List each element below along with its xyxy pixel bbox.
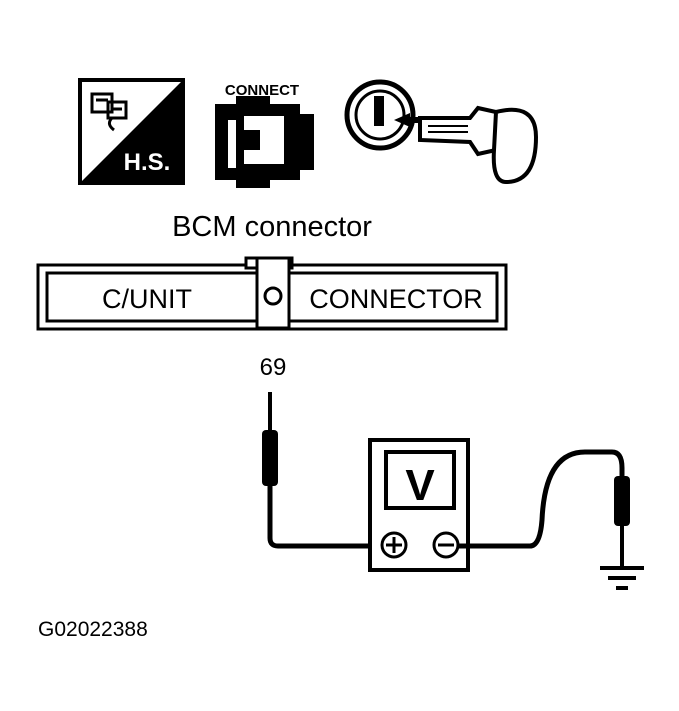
harness-side-label: H.S.	[124, 149, 171, 176]
negative-terminal	[432, 531, 460, 559]
negative-probe	[458, 449, 630, 566]
connector-title: BCM connector	[172, 211, 372, 243]
bcm-connector: C/UNIT CONNECTOR	[36, 256, 508, 331]
connect-label: CONNECT	[225, 82, 299, 99]
connector-icon: CONNECT	[215, 82, 314, 188]
connector-left-label: C/UNIT	[102, 284, 192, 314]
connector-right-label: CONNECTOR	[309, 284, 483, 314]
voltmeter: V	[368, 438, 470, 572]
positive-terminal	[380, 531, 408, 559]
figure-id: G02022388	[38, 618, 148, 641]
ground-icon	[600, 566, 644, 590]
harness-side-icon: H.S.	[78, 78, 185, 185]
voltmeter-display-label: V	[405, 461, 435, 510]
positive-probe	[262, 392, 378, 549]
terminal-number: 69	[260, 354, 287, 381]
terminal-69-pin	[263, 286, 283, 306]
ignition-key-icon	[344, 79, 539, 185]
